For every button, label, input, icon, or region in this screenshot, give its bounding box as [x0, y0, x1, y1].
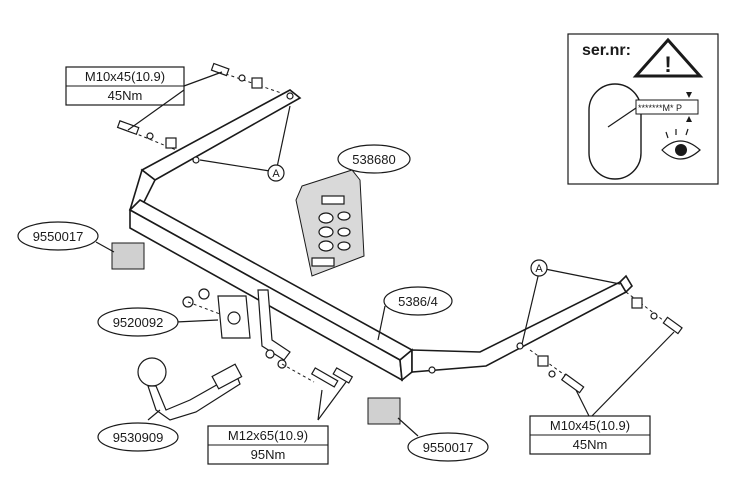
part-9520092-label: 9520092 — [113, 315, 164, 330]
pad-left-9550017: 9550017 — [17, 221, 145, 270]
spec-box-bottom-center: M12x65(10.9) 95Nm — [207, 425, 329, 465]
hanger-bracket — [257, 289, 315, 383]
bolt-spec-bottom-right: M10x45(10.9) — [550, 418, 630, 433]
point-a-top-label: A — [272, 168, 280, 180]
torque-spec-top-left: 45Nm — [108, 88, 143, 103]
part-5386-4-label: 5386/4 — [398, 294, 438, 309]
towbar-crossbar — [128, 89, 634, 382]
towbar-outline-sketch — [588, 83, 642, 180]
tow-ball-9530909: 9530909 — [97, 357, 243, 452]
spec-box-top-left: M10x45(10.9) 45Nm — [65, 66, 185, 106]
part-9530909-label: 9530909 — [113, 430, 164, 445]
bolts-right — [529, 291, 683, 419]
serial-number-panel: ser.nr: ! *******M* P — [567, 33, 719, 185]
crossbar-callout: 5386/4 — [377, 286, 453, 341]
serial-plate — [635, 99, 699, 115]
pad-right-9550017: 9550017 — [367, 397, 489, 462]
part-538680-label: 538680 — [352, 152, 395, 167]
warning-triangle-icon: ! — [632, 37, 704, 78]
bolt-spec-bottom-center: M12x65(10.9) — [228, 428, 308, 443]
part-9550017-right-label: 9550017 — [423, 440, 474, 455]
point-a-right-label: A — [535, 263, 543, 275]
mounting-kit-538680: 538680 — [295, 144, 411, 277]
torque-spec-bottom-center: 95Nm — [251, 447, 286, 462]
reference-point-a-top: A — [199, 105, 291, 182]
warning-glyph: ! — [664, 52, 671, 77]
torque-spec-bottom-right: 45Nm — [573, 437, 608, 452]
serial-plate-text: *******M* P — [638, 103, 682, 113]
reference-point-a-right: A — [521, 259, 621, 345]
bolts-bottom-center — [310, 367, 354, 421]
spec-box-bottom-right: M10x45(10.9) 45Nm — [529, 415, 651, 455]
eye-icon — [661, 128, 701, 160]
bolt-spec-top-left: M10x45(10.9) — [85, 69, 165, 84]
part-9550017-left-label: 9550017 — [33, 229, 84, 244]
plate-9520092: 9520092 — [97, 288, 251, 339]
serial-number-title: ser.nr: — [582, 42, 631, 59]
